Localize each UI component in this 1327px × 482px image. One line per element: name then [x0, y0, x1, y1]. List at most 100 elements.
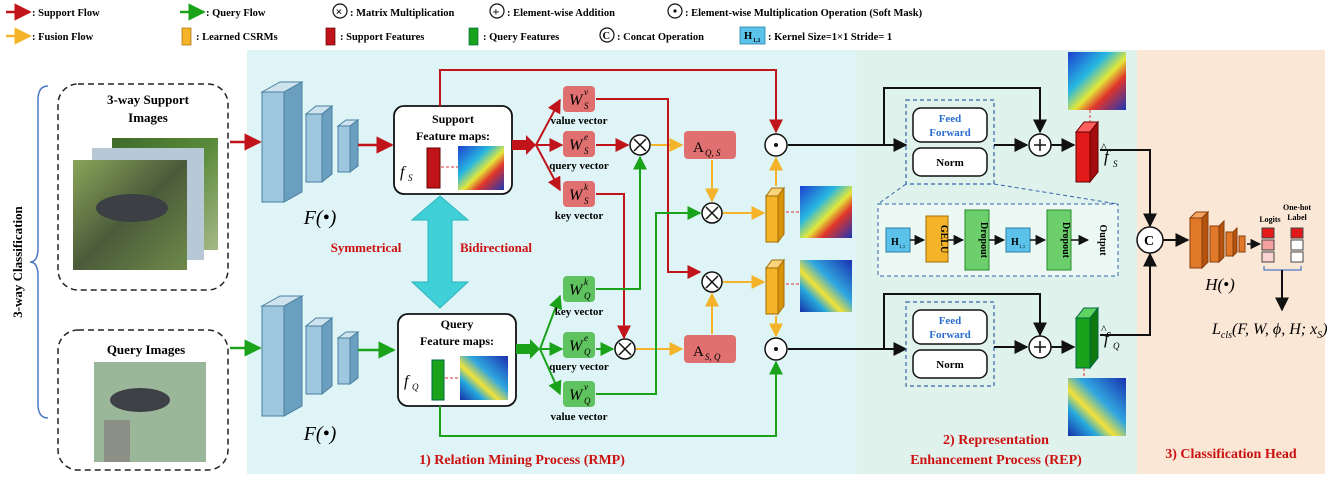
q-branch-value [539, 348, 562, 396]
w-s-key-sup: k [584, 182, 589, 192]
rep-label-2: Enhancement Process (REP) [910, 453, 1082, 468]
onehot-label-2: Label [1287, 213, 1307, 222]
q-norm [912, 349, 988, 379]
support-heatmap [458, 146, 504, 190]
loss-sub: cls [1221, 330, 1232, 341]
matrix-mult-icon: × [336, 5, 343, 19]
support-fat-arrow [512, 135, 536, 155]
query-fat-arrow [516, 339, 540, 359]
loss-formula: Lcls(F, W, ϕ, H; xS) [1211, 321, 1327, 341]
csrm-icon [181, 27, 192, 46]
csrm-support [765, 186, 785, 244]
q-query-label: query vector [549, 361, 609, 373]
detail-output-label: Output [1097, 224, 1108, 256]
attn-sq-a: A [693, 344, 704, 360]
loss-args: (F, W, ϕ, H; x [1232, 321, 1317, 338]
w-q-query-w: W [569, 338, 584, 355]
s-soft-mask [764, 133, 788, 157]
s-ff-line1: Feed [939, 113, 962, 125]
q-add [1028, 335, 1052, 359]
query-fm-symbol: f [404, 373, 411, 390]
s-output-sub: S [1113, 159, 1118, 169]
query-fm-line1: Query [441, 317, 474, 331]
add-icon: + [493, 5, 500, 19]
support-fm-line2: Feature maps: [416, 129, 490, 143]
q-output-hat: ^ [1101, 322, 1107, 336]
query-fm-sub: Q [412, 382, 419, 392]
side-label: 3-way Classification [10, 205, 25, 317]
support-fm-symbol: f [400, 164, 407, 181]
w-q-value: W v Q [563, 381, 595, 407]
detail-gelu [925, 215, 949, 263]
detail-h2-label: H [1011, 237, 1019, 248]
query-skip [439, 360, 783, 437]
q-output-f: f [1104, 329, 1111, 348]
loss-l: L [1211, 321, 1221, 338]
concat-icon: C [603, 31, 611, 42]
s-branch-key [535, 144, 561, 192]
logits-vector [1261, 227, 1275, 263]
q-norm-label: Norm [936, 359, 964, 371]
support-fm-line1: Support [432, 112, 474, 126]
legend-support-features: : Support Features [340, 32, 424, 43]
legend-concat: : Concat Operation [617, 32, 704, 43]
w-q-key-sub: Q [584, 291, 591, 301]
legend-soft-mask: : Element-wise Multiplication Operation … [685, 8, 923, 19]
s-add [1028, 133, 1052, 157]
detail-dropout2 [1046, 209, 1072, 271]
w-q-key: W k Q [563, 276, 595, 302]
head-network [1188, 210, 1246, 270]
query-images-title: Query Images [107, 342, 185, 357]
q-residual [883, 293, 1047, 349]
legend-query-features: : Query Features [483, 32, 559, 43]
bidirectional-arrow [410, 195, 470, 309]
onehot-label-1: One-hot [1283, 203, 1311, 212]
detail-dropout1-label: Dropout [978, 222, 989, 259]
s-norm [912, 147, 988, 177]
s-output-hat: ^ [1101, 140, 1107, 154]
query-backbone [260, 295, 360, 417]
support-skip [439, 69, 783, 134]
q-ff-line1: Feed [939, 315, 962, 327]
s-ff-line2: Forward [929, 127, 971, 139]
support-feature-block [426, 147, 441, 189]
detail-h2-sub: 1,1 [1019, 245, 1026, 250]
legend-query-flow: : Query Flow [206, 8, 266, 19]
svg-text:C: C [1144, 234, 1154, 249]
w-q-key-w: W [569, 282, 584, 299]
q-output-feature [1074, 306, 1100, 370]
w-s-key: W k S [563, 181, 595, 207]
support-fm-sub: S [408, 173, 413, 183]
legend-element-add: : Element-wise Addition [507, 8, 615, 19]
legend-learned-csrms: : Learned CSRMs [196, 32, 278, 43]
s-value-route [596, 98, 702, 279]
w-s-query-w: W [569, 137, 584, 154]
w-q-key-sup: k [584, 277, 589, 287]
kernel-icon [739, 26, 766, 45]
logits-label: Logits [1259, 215, 1280, 224]
rep-label-1: 2) Representation [943, 433, 1049, 448]
query-backbone-label: F(•) [303, 423, 337, 445]
attn-sq-sub: S, Q [705, 352, 721, 362]
legend-fusion-flow: : Fusion Flow [32, 32, 94, 43]
q-ff-line2: Forward [929, 329, 971, 341]
q-matmul [614, 338, 636, 360]
legend-support-flow: : Support Flow [32, 8, 100, 19]
detail-gelu-label: GELU [938, 225, 949, 253]
q-output-heatmap [1068, 378, 1126, 436]
support-feature-icon [325, 27, 336, 46]
support-bird [96, 194, 168, 222]
w-s-key-w: W [569, 187, 584, 204]
support-backbone [260, 81, 360, 203]
loss-args-sub: S [1317, 330, 1322, 341]
csrm-s-heatmap [800, 186, 852, 238]
attn-qs-a: A [693, 140, 704, 156]
query-bird [110, 388, 170, 412]
w-s-value-w: W [569, 92, 584, 109]
s-key-label: key vector [555, 210, 604, 222]
query-feature-block [431, 359, 445, 401]
q-feed-forward [912, 309, 988, 345]
rmp-label: 1) Relation Mining Process (RMP) [419, 453, 625, 468]
